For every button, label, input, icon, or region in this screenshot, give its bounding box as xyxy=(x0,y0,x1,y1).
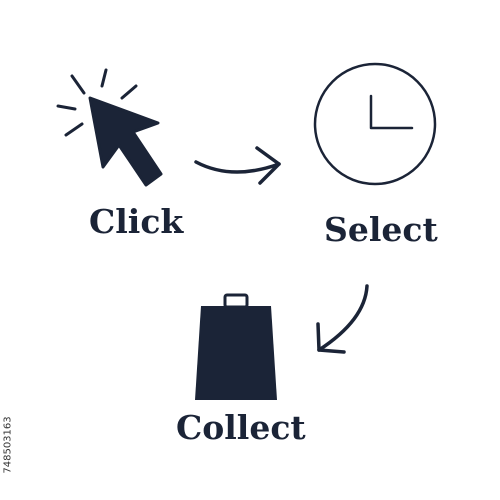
arrow-head xyxy=(255,146,281,185)
step-label-select: Select xyxy=(324,210,438,249)
click-ray xyxy=(70,74,86,95)
click-ray xyxy=(56,104,77,111)
shopping-bag-icon xyxy=(195,293,277,400)
arrow-head xyxy=(316,322,346,354)
clock-face xyxy=(313,62,437,186)
click-ray xyxy=(64,122,84,137)
arrow-down-left-icon xyxy=(316,284,369,354)
arrow-shaft xyxy=(194,160,281,174)
bag-body xyxy=(195,306,277,400)
step-label-click: Click xyxy=(89,202,184,241)
side-text-value: 748503163 xyxy=(2,416,14,474)
arrow-shaft xyxy=(317,284,369,352)
click-ray xyxy=(100,68,108,88)
clock-icon xyxy=(313,62,437,186)
side-text: 748503163 xyxy=(1,390,15,500)
cursor-click-icon xyxy=(56,68,163,187)
click-ray xyxy=(120,84,138,100)
click-rays xyxy=(56,68,138,137)
step-label-collect: Collect xyxy=(176,408,306,447)
clock-hands xyxy=(369,94,414,130)
cursor-arrow-shape xyxy=(88,96,163,187)
arrow-right-icon xyxy=(194,146,281,185)
bag-handle xyxy=(223,293,249,309)
